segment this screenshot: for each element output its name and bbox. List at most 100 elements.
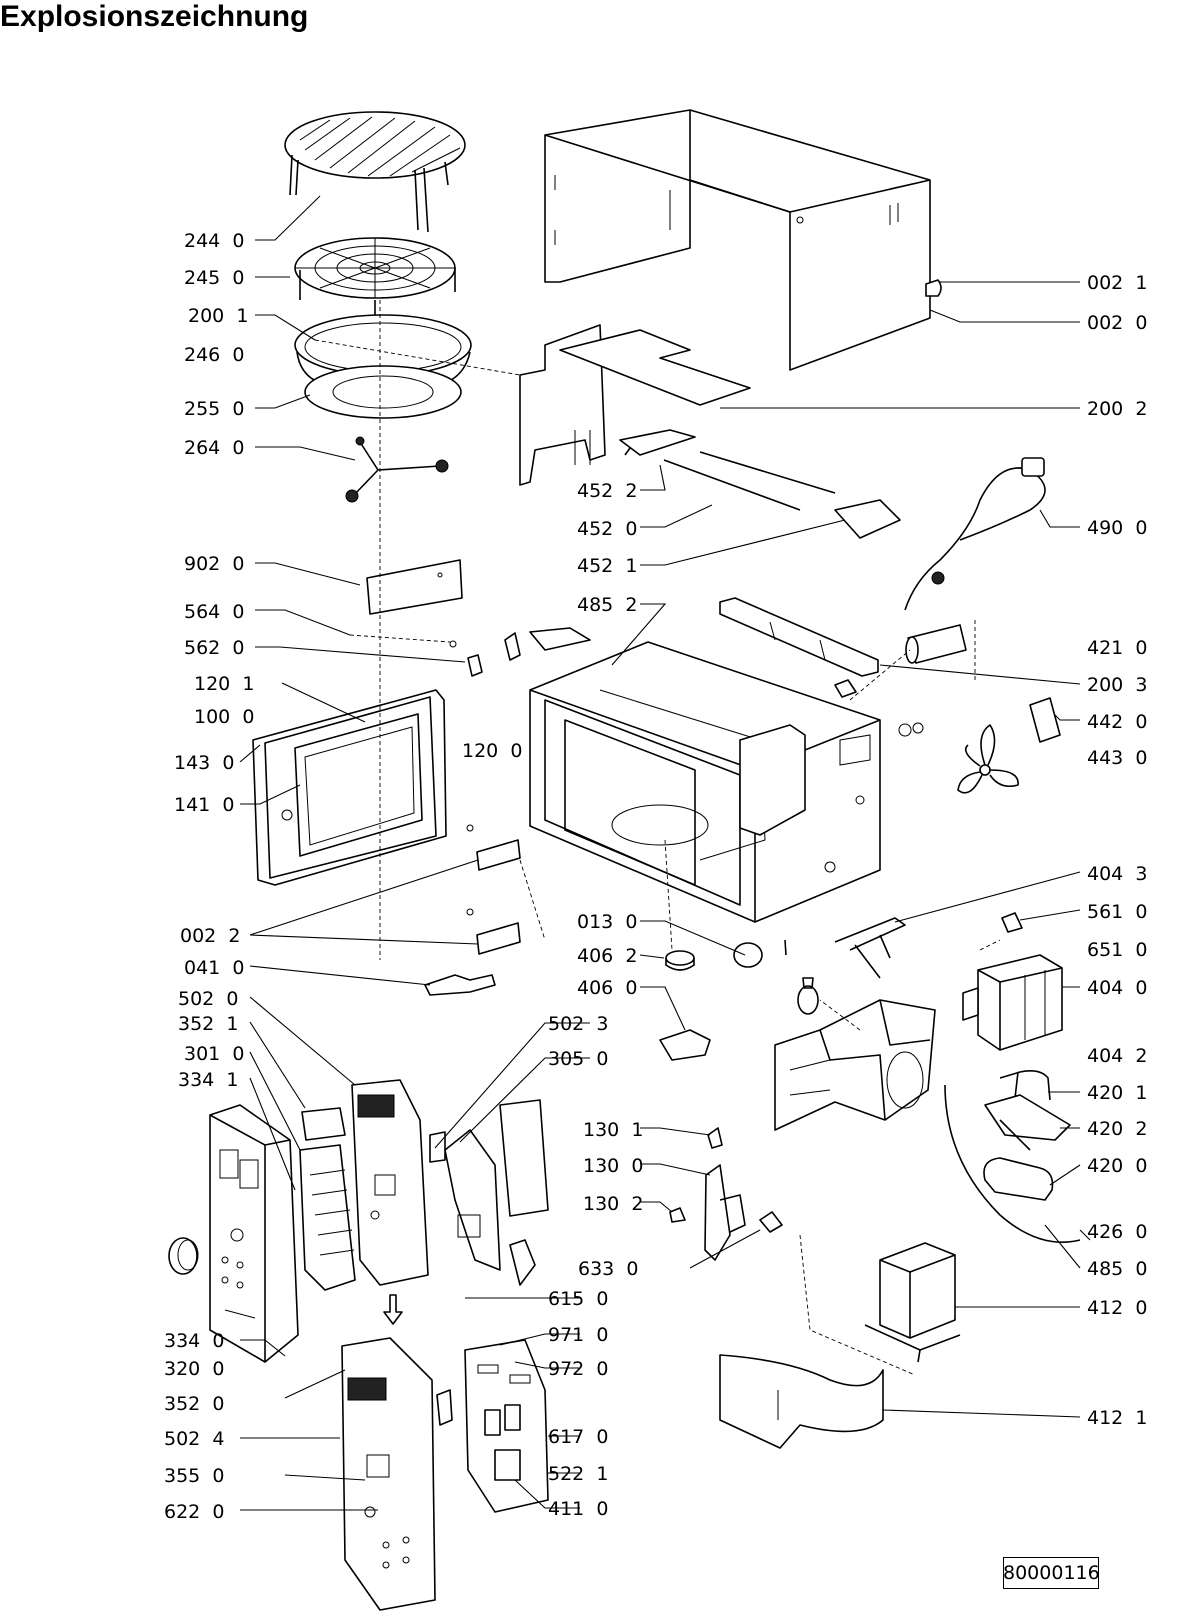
roller-support-part: [345, 436, 449, 503]
label-305-0: 305 0: [548, 1048, 608, 1070]
fan-motor-part: [905, 624, 967, 664]
label-622-0: 622 0: [164, 1501, 224, 1523]
label-002-0: 002 0: [1087, 312, 1147, 334]
label-334-0: 334 0: [164, 1330, 224, 1352]
label-502-4: 502 4: [164, 1428, 224, 1450]
label-561-0: 561 0: [1087, 901, 1147, 923]
control-panel-part: [168, 1104, 299, 1363]
label-442-0: 442 0: [1087, 711, 1147, 733]
bracket-part: [719, 597, 879, 698]
magnetron-bracket-parts: [797, 912, 1023, 1015]
label-200-2: 200 2: [1087, 398, 1147, 420]
case-foot-part: [925, 279, 942, 297]
label-490-0: 490 0: [1087, 517, 1147, 539]
label-245-0: 245 0: [184, 267, 244, 289]
label-100-0: 100 0: [194, 706, 254, 728]
label-902-0: 902 0: [184, 553, 244, 575]
round-rack-part: [294, 237, 456, 332]
leader-lines: [239, 195, 1091, 1511]
label-443-0: 443 0: [1087, 747, 1147, 769]
label-420-2: 420 2: [1087, 1118, 1147, 1140]
label-002-2: 002 2: [180, 925, 240, 947]
label-255-0: 255 0: [184, 398, 244, 420]
label-452-2: 452 2: [577, 480, 637, 502]
label-002-1: 002 1: [1087, 272, 1147, 294]
drive-coupler-parts: [659, 939, 787, 1061]
label-412-1: 412 1: [1087, 1407, 1147, 1429]
doc-number: 80000116: [1003, 1562, 1100, 1584]
magnetron-part: [962, 954, 1063, 1051]
label-355-0: 355 0: [164, 1465, 224, 1487]
oven-cavity-part: [529, 641, 881, 923]
assembly-arrow-icon: [383, 1294, 403, 1325]
hinge-plates-part: [466, 824, 521, 955]
label-564-0: 564 0: [184, 601, 244, 623]
label-013-0: 013 0: [577, 911, 637, 933]
label-420-0: 420 0: [1087, 1155, 1147, 1177]
door-latch-parts: [669, 1127, 783, 1261]
label-404-2: 404 2: [1087, 1045, 1147, 1067]
label-334-1: 334 1: [178, 1069, 238, 1091]
light-cover-part: [366, 559, 463, 615]
door-part: [252, 689, 447, 886]
label-120-0: 120 0: [462, 740, 522, 762]
label-200-1: 200 1: [188, 305, 248, 327]
label-041-0: 041 0: [184, 957, 244, 979]
circuit-board-part: [464, 1339, 549, 1513]
doc-number-frame: [1003, 1557, 1099, 1589]
label-485-0: 485 0: [1087, 1258, 1147, 1280]
label-404-3: 404 3: [1087, 863, 1147, 885]
label-406-2: 406 2: [577, 945, 637, 967]
keypad-membrane-part: [299, 1107, 356, 1291]
rail-rods-part: [619, 429, 901, 539]
power-cord-part: [904, 457, 1046, 611]
capacitor-parts: [944, 1070, 1081, 1243]
thermal-switch-part: [1029, 697, 1061, 743]
page-title: Explosionszeichnung: [0, 0, 309, 33]
turntable-tray-part: [294, 314, 472, 419]
label-143-0: 143 0: [174, 752, 234, 774]
label-411-0: 411 0: [548, 1498, 608, 1520]
label-617-0: 617 0: [548, 1426, 608, 1448]
label-301-0: 301 0: [184, 1043, 244, 1065]
waveguide-housing-part: [774, 999, 936, 1131]
label-352-0: 352 0: [164, 1393, 224, 1415]
label-651-0: 651 0: [1087, 939, 1147, 961]
label-264-0: 264 0: [184, 437, 244, 459]
part-labels: 244 0 245 0 200 1 246 0 255 0 264 0 902 …: [164, 230, 1147, 1523]
label-246-0: 246 0: [184, 344, 244, 366]
label-120-1: 120 1: [194, 673, 254, 695]
stopper-part: [424, 974, 496, 996]
label-452-0: 452 0: [577, 518, 637, 540]
label-320-0: 320 0: [164, 1358, 224, 1380]
control-board-part: [351, 1079, 429, 1286]
label-421-0: 421 0: [1087, 637, 1147, 659]
label-972-0: 972 0: [548, 1358, 608, 1380]
waveguide-cover-part: [519, 324, 751, 486]
label-352-1: 352 1: [178, 1013, 238, 1035]
label-971-0: 971 0: [548, 1324, 608, 1346]
outer-case-part: [544, 109, 931, 371]
label-200-3: 200 3: [1087, 674, 1147, 696]
label-522-1: 522 1: [548, 1463, 608, 1485]
interlock-parts: [429, 1099, 549, 1286]
label-502-0: 502 0: [178, 988, 238, 1010]
front-board-part: [341, 1337, 453, 1611]
label-130-0: 130 0: [583, 1155, 643, 1177]
label-244-0: 244 0: [184, 230, 244, 252]
transformer-part: [864, 1242, 961, 1363]
label-633-0: 633 0: [578, 1258, 638, 1280]
label-562-0: 562 0: [184, 637, 244, 659]
label-130-2: 130 2: [583, 1193, 643, 1215]
label-485-2: 485 2: [577, 594, 637, 616]
label-412-0: 412 0: [1087, 1297, 1147, 1319]
label-420-1: 420 1: [1087, 1082, 1147, 1104]
fan-blade-part: [898, 722, 1019, 794]
label-502-3: 502 3: [548, 1013, 608, 1035]
label-141-0: 141 0: [174, 794, 234, 816]
grill-rack-part: [284, 111, 466, 233]
label-426-0: 426 0: [1087, 1221, 1147, 1243]
label-406-0: 406 0: [577, 977, 637, 999]
label-452-1: 452 1: [577, 555, 637, 577]
